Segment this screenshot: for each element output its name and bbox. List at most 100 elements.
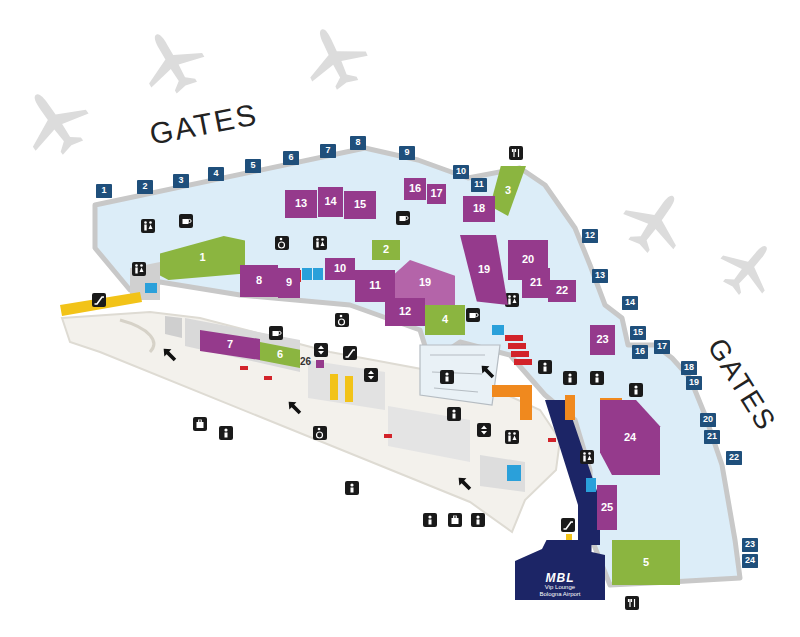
- entrance-arrow: [478, 362, 496, 380]
- service-icon: [509, 146, 523, 160]
- lounge-name: MBL: [546, 572, 575, 585]
- gate-number: 5: [250, 161, 255, 170]
- service-icon: [313, 426, 327, 440]
- shop-unit: 18: [463, 196, 495, 222]
- gate-number: 10: [456, 167, 466, 176]
- gate-number-badge: 2: [137, 180, 153, 194]
- gate-number: 4: [213, 169, 218, 178]
- service-icon: [580, 450, 594, 464]
- shop-unit: 12: [385, 298, 425, 326]
- gate-number: 8: [355, 138, 360, 147]
- gate-number: 13: [595, 271, 605, 280]
- shop-unit: 6: [260, 342, 300, 368]
- service-icon: [343, 346, 357, 360]
- shop-number: 17: [430, 188, 442, 200]
- shop-unit: 24: [600, 400, 660, 475]
- gate-number: 14: [625, 298, 635, 307]
- gate-number: 6: [288, 153, 293, 162]
- shop-number: 18: [473, 203, 485, 215]
- gate-number: 12: [585, 231, 595, 240]
- entrance-arrow: [285, 398, 303, 416]
- service-icon: [132, 262, 146, 276]
- shop-unit: 1: [160, 236, 245, 280]
- shop-number: 9: [286, 277, 292, 289]
- shop-number: 12: [399, 306, 411, 318]
- service-icon: [179, 214, 193, 228]
- gate-number-badge: 16: [632, 345, 648, 359]
- gate-number-badge: 13: [592, 269, 608, 283]
- gate-number: 15: [633, 328, 643, 337]
- shop-unit: [316, 360, 324, 368]
- airside-floor: [95, 148, 740, 585]
- gate-number: 22: [729, 453, 739, 462]
- kerb-line: [120, 320, 154, 352]
- gate-number: 20: [703, 415, 713, 424]
- gate-number-badge: 5: [245, 159, 261, 173]
- landside-area: [62, 312, 560, 532]
- shop-number: 14: [324, 196, 336, 208]
- service-icon: [423, 513, 437, 527]
- service-icon: [193, 417, 207, 431]
- service-icon: [440, 370, 454, 384]
- shop-number: 24: [624, 432, 636, 444]
- gate-number: 1: [101, 186, 106, 195]
- gate-number-badge: 14: [622, 296, 638, 310]
- shop-unit: 3: [490, 166, 526, 216]
- gate-number: 21: [707, 432, 717, 441]
- gate-number-badge: 20: [700, 413, 716, 427]
- service-icon: [313, 236, 327, 250]
- shop-unit: 9: [278, 268, 300, 298]
- shop-unit: 2: [372, 240, 400, 260]
- entrance-arrow: [455, 474, 473, 492]
- shop-number: 7: [227, 339, 233, 351]
- gate-number: 19: [689, 378, 699, 387]
- service-icon: [269, 326, 283, 340]
- gate-number: 16: [635, 347, 645, 356]
- gate-number: 17: [657, 342, 667, 351]
- shop-unit: 21: [522, 268, 550, 298]
- gate-number-badge: 19: [686, 376, 702, 390]
- gate-number-badge: 12: [582, 229, 598, 243]
- shop-number: 26: [300, 356, 311, 367]
- shop-unit: 25: [597, 485, 617, 530]
- shop-number: 20: [522, 254, 534, 266]
- gate-number-badge: 4: [208, 167, 224, 181]
- gate-number-badge: 10: [453, 165, 469, 179]
- shop-number: 8: [256, 275, 262, 287]
- gate-number-badge: 11: [471, 178, 487, 192]
- gate-number: 2: [142, 182, 147, 191]
- shop-number: 19: [478, 264, 490, 276]
- entrance-arrows: [160, 345, 496, 492]
- service-icon: [448, 513, 462, 527]
- shop-number: 4: [442, 314, 448, 326]
- gate-number-badge: 15: [630, 326, 646, 340]
- gate-number-badge: 22: [726, 451, 742, 465]
- gate-number: 3: [178, 176, 183, 185]
- shop-number: 23: [596, 334, 608, 346]
- service-icon: [625, 596, 639, 610]
- shop-unit: 5: [612, 540, 680, 585]
- service-points: [145, 268, 596, 492]
- shop-number: 25: [601, 502, 613, 514]
- vip-corridor: [545, 400, 600, 545]
- service-icon: [505, 430, 519, 444]
- shop-number: 6: [277, 349, 283, 361]
- central-hall: [420, 345, 500, 405]
- gate-number-badge: 21: [704, 430, 720, 444]
- gate-number-badge: 3: [173, 174, 189, 188]
- shop-unit: 23: [590, 325, 615, 355]
- service-icon: [466, 308, 480, 322]
- service-icon: [447, 407, 461, 421]
- shop-number: 16: [409, 183, 421, 195]
- entrance-arrow: [160, 345, 178, 363]
- service-icon: [396, 211, 410, 225]
- gate-number-badge: 8: [350, 136, 366, 150]
- area-label: GATES: [147, 97, 261, 150]
- shop-number: 13: [295, 198, 307, 210]
- shop-number: 1: [199, 252, 205, 264]
- service-icon: [629, 383, 643, 397]
- shop-number: 15: [354, 199, 366, 211]
- shop-unit: 17: [427, 184, 446, 204]
- lounge-name: Bologna Airport: [539, 591, 580, 597]
- gate-number-badge: 1: [96, 184, 112, 198]
